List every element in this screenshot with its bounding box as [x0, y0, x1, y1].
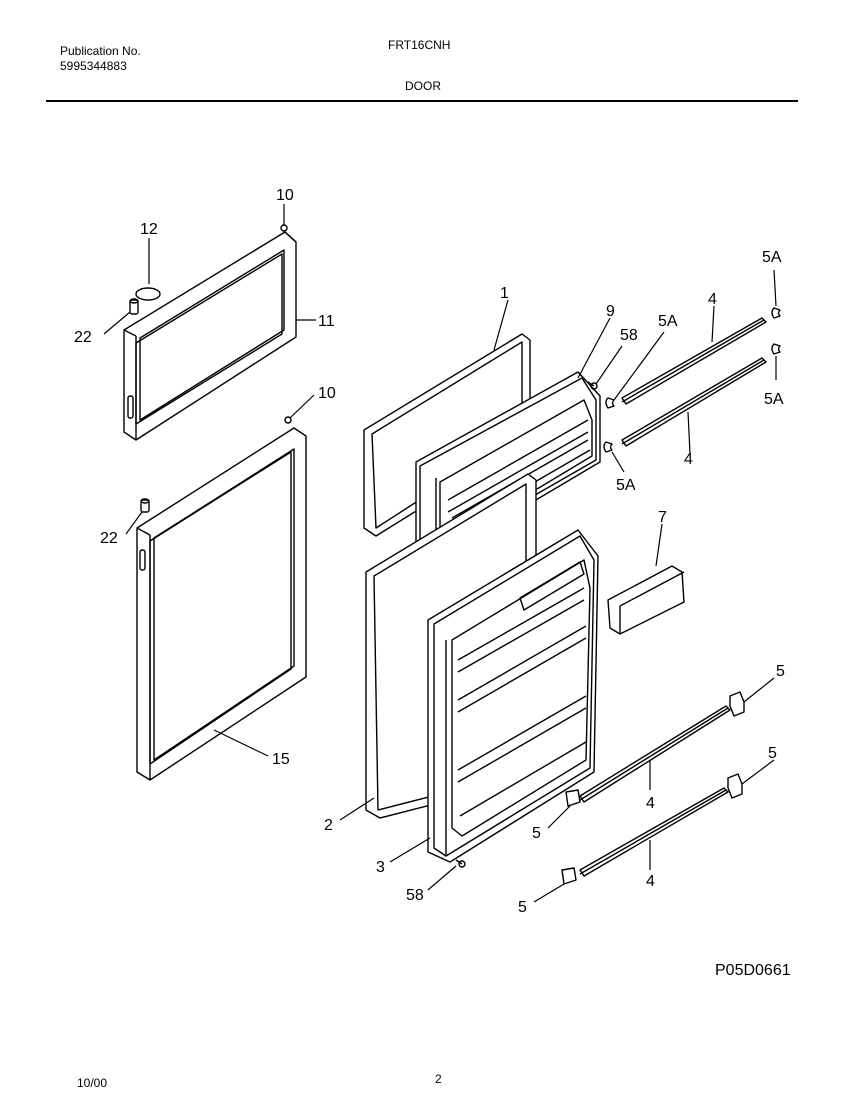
callout-22-top: 22 — [74, 329, 92, 346]
publication-number: 5995344883 — [60, 59, 127, 73]
callout-5-left-2: 5 — [518, 899, 527, 916]
callout-10-top: 10 — [276, 187, 294, 204]
shelf-bracket-left-2 — [561, 867, 577, 885]
header-rule — [46, 100, 798, 102]
callout-4-low-2: 4 — [646, 873, 655, 890]
shelf-end-cap-5a-lower-right — [771, 343, 781, 355]
plug-top — [280, 224, 288, 232]
publication-label: Publication No. — [60, 44, 141, 58]
dairy-compartment-door — [607, 565, 685, 635]
callout-5a-low: 5A — [616, 477, 636, 494]
callout-3: 3 — [376, 859, 385, 876]
shelf-rail-upper-1 — [621, 317, 767, 405]
callout-11: 11 — [318, 313, 335, 330]
leader-lines — [103, 204, 777, 903]
page-number: 2 — [435, 1072, 442, 1086]
fresh-food-inner-door-liner — [427, 529, 599, 863]
shelf-end-cap-5a-upper-left — [605, 397, 615, 409]
section-title: DOOR — [405, 79, 441, 93]
callout-4-top: 4 — [708, 291, 717, 308]
shelf-bracket-right-1 — [729, 691, 745, 717]
badge-oval — [135, 287, 161, 301]
hinge-pin-top — [129, 298, 139, 315]
screw-58-lower — [455, 859, 466, 868]
shelf-end-cap-5a-lower-left — [603, 441, 613, 453]
callout-5-right-2: 5 — [768, 745, 777, 762]
revision-date: 10/00 — [77, 1076, 108, 1090]
callout-4-low-1: 4 — [646, 795, 655, 812]
fresh-food-door-panel — [136, 427, 307, 781]
shelf-rail-lower-1 — [579, 705, 731, 803]
callout-15: 15 — [272, 751, 290, 768]
callout-5a-top-right: 5A — [762, 249, 782, 266]
callout-58-bottom: 58 — [406, 887, 424, 904]
callout-10-middle: 10 — [318, 385, 336, 402]
callout-5a-right: 5A — [764, 391, 784, 408]
shelf-end-cap-5a-upper-right — [771, 307, 781, 319]
callout-5a-middle: 5A — [658, 313, 678, 330]
callout-4-middle: 4 — [684, 451, 693, 468]
callout-9: 9 — [606, 303, 615, 320]
callout-22-middle: 22 — [100, 530, 118, 547]
screw-58-upper — [587, 381, 598, 390]
shelf-bracket-right-2 — [727, 773, 743, 799]
callout-1: 1 — [500, 285, 509, 302]
freezer-door-panel — [123, 231, 297, 441]
callout-58-top: 58 — [620, 327, 638, 344]
shelf-bracket-left-1 — [565, 789, 581, 807]
shelf-rail-lower-2 — [579, 787, 729, 877]
hinge-pin-middle — [140, 498, 150, 513]
diagram-code: P05D0661 — [715, 962, 791, 979]
callout-5-left-1: 5 — [532, 825, 541, 842]
callout-5-right-1: 5 — [776, 663, 785, 680]
callout-12: 12 — [140, 221, 158, 238]
shelf-rail-upper-2 — [621, 357, 767, 447]
plug-middle — [284, 416, 292, 424]
callout-7: 7 — [658, 509, 667, 526]
callout-2: 2 — [324, 817, 333, 834]
model-number: FRT16CNH — [388, 38, 451, 52]
